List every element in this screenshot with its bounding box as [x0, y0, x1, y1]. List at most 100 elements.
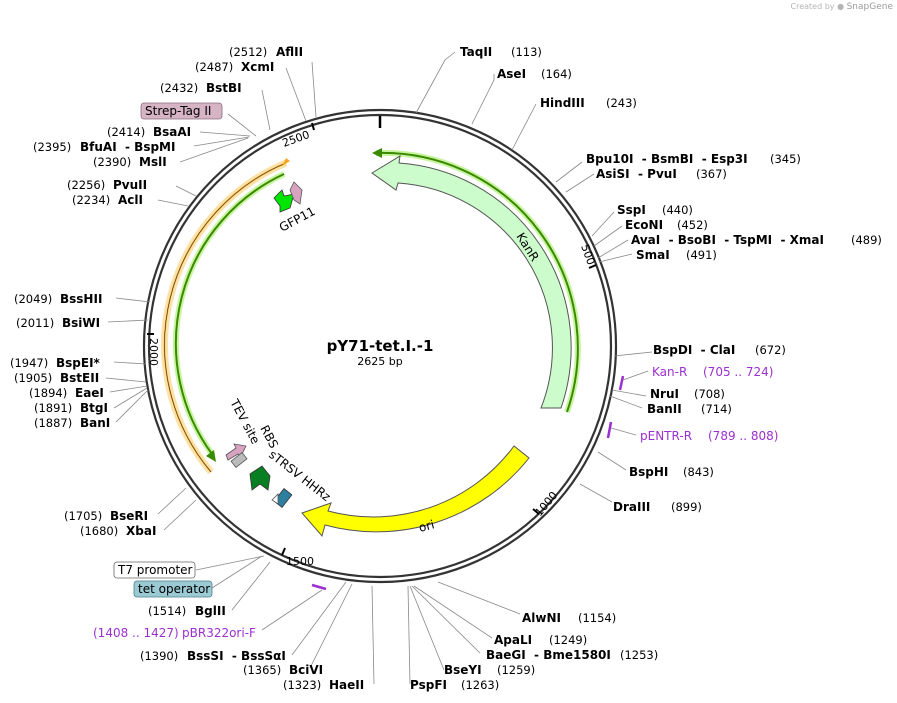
credit-prefix: Created by	[790, 2, 835, 11]
site-taqii-pos: (113)	[511, 45, 542, 59]
site-bfuai-name: BfuAI - BspMI	[80, 140, 175, 154]
site-bsphi-pos: (843)	[683, 465, 714, 479]
site-hindiii-name: HindIII	[540, 96, 585, 110]
site-bpu10i-name: Bpu10I - BsmBI - Esp3I	[586, 152, 748, 166]
site-xcmi-name: XcmI	[241, 60, 274, 74]
t7-promoter-feature-arrow	[271, 493, 279, 505]
site-asei-pos: (164)	[541, 67, 572, 81]
site-baegi-pos: (1253)	[620, 648, 658, 662]
snapgene-logo-icon: ●	[837, 2, 845, 11]
site-bsiwi-pos: (2011)	[16, 316, 54, 330]
site-smai-pos: (491)	[686, 248, 717, 262]
site-acli-name: AclI	[118, 193, 143, 207]
site-eaei-name: EaeI	[75, 386, 104, 400]
leader-lines-left	[105, 61, 375, 685]
primer-kan-r-range: (705 .. 724)	[703, 365, 773, 379]
site-haeii-pos: (1323)	[283, 678, 321, 692]
site-draiii-pos: (899)	[671, 500, 702, 514]
site-bsshii-name: BssHII	[60, 292, 102, 306]
backbone-inner-circle	[147, 113, 613, 579]
site-econi-pos: (452)	[677, 218, 708, 232]
scale-ticks	[147, 122, 597, 556]
tet-operator-label: tet operator	[138, 582, 210, 596]
site-pvuii-name: PvuII	[113, 178, 147, 192]
backbone-outer-circle	[142, 108, 618, 584]
plasmid-length: 2625 bp	[357, 355, 402, 368]
site-bspei-pos: (1947)	[10, 356, 48, 370]
site-bstbi-pos: (2432)	[160, 81, 198, 95]
site-eaei-pos: (1894)	[29, 386, 67, 400]
t7-promoter-label: T7 promoter	[117, 563, 193, 577]
site-beseri-pos: (1705)	[64, 509, 102, 523]
primer-kan-r-name: Kan-R	[652, 365, 687, 379]
site-bsiwi-name: BsiWI	[62, 316, 100, 330]
primer-pbr322ori-f-name: pBR322ori-F	[182, 626, 256, 640]
site-bglii-name: BglII	[195, 604, 226, 618]
site-taqii-name: TaqII	[460, 45, 492, 59]
site-msli-pos: (2390)	[93, 155, 131, 169]
site-bfuai-pos: (2395)	[33, 140, 71, 154]
site-msli-name: MslI	[139, 155, 167, 169]
site-pvuii-pos: (2256)	[67, 178, 105, 192]
orf-arrow-left-green	[172, 171, 286, 456]
site-banii-name: BanII	[647, 402, 682, 416]
site-bsssi-name: BssSI - BssSαI	[187, 649, 286, 663]
site-avai-name: AvaI - BsoBI - TspMI - XmaI	[631, 233, 824, 247]
ori-label: ori	[417, 517, 436, 535]
site-bcivi-name: BciVI	[289, 663, 323, 677]
site-bsphi-name: BspHI	[629, 465, 668, 479]
site-banii-pos: (714)	[701, 402, 732, 416]
site-bsssi-pos: (1390)	[140, 649, 178, 663]
site-draiii-name: DraIII	[613, 500, 650, 514]
tick-label-2500: 2500	[281, 128, 312, 150]
site-bspei-name: BspEI*	[56, 356, 101, 370]
kanr-feature-arrow	[371, 155, 572, 409]
site-aflii-name: AflII	[276, 45, 303, 59]
site-xbai-pos: (1680)	[80, 524, 118, 538]
primer-pbr322ori-f-range: (1408 .. 1427)	[93, 626, 179, 640]
site-btgi-pos: (1891)	[34, 401, 72, 415]
site-pspfi-name: PspFI	[410, 678, 447, 692]
primer-mark-kan-r	[618, 375, 625, 391]
site-bani-pos: (1887)	[34, 416, 72, 430]
site-alwni-pos: (1154)	[578, 611, 616, 625]
site-bglii-pos: (1514)	[148, 604, 186, 618]
site-apali-pos: (1249)	[549, 633, 587, 647]
leader-lines-right	[407, 51, 653, 685]
primer-mark-pbr322ori-f	[311, 583, 327, 591]
site-bsaai-pos: (2414)	[107, 125, 145, 139]
primer-mark-pentr-r	[606, 421, 613, 439]
strep-tag-label: Strep-Tag II	[145, 104, 211, 118]
orf-arrow-right-head	[372, 148, 382, 158]
site-bsshii-pos: (2049)	[14, 292, 52, 306]
snapgene-credit: Created by ● SnapGene	[791, 2, 894, 12]
orf-arrow-left-head	[206, 450, 216, 462]
site-haeii-name: HaeII	[329, 678, 364, 692]
site-avai-pos: (489)	[851, 233, 882, 247]
site-hindiii-pos: (243)	[606, 96, 637, 110]
site-nrui-pos: (708)	[694, 387, 725, 401]
site-bspdi-name: BspDI - ClaI	[653, 343, 735, 357]
tev-site-label: TEV site	[227, 396, 263, 446]
site-alwni-name: AlwNI	[522, 611, 561, 625]
site-nrui-name: NruI	[650, 387, 679, 401]
site-econi-name: EcoNI	[625, 218, 663, 232]
site-sspi-pos: (440)	[662, 203, 693, 217]
site-apali-name: ApaLI	[494, 633, 532, 647]
rbs-feature-box	[230, 451, 248, 469]
site-pspfi-pos: (1263)	[461, 678, 499, 692]
site-baegi-name: BaeGI - Bme1580I	[486, 648, 611, 662]
site-aflii-pos: (2512)	[229, 45, 267, 59]
site-bseyi-name: BseYI	[444, 663, 482, 677]
site-asisi-pos: (367)	[696, 167, 727, 181]
site-bsteii-name: BstEII	[60, 371, 99, 385]
credit-brand: SnapGene	[846, 2, 893, 12]
site-bpu10i-pos: (345)	[770, 152, 801, 166]
ori-feature-arrow	[301, 445, 530, 538]
site-smai-name: SmaI	[636, 248, 670, 262]
site-bsteii-pos: (1905)	[14, 371, 52, 385]
gfp11-feature-arrow	[273, 189, 295, 213]
site-bspdi-pos: (672)	[755, 343, 786, 357]
strep-tag-label-box	[140, 102, 223, 120]
